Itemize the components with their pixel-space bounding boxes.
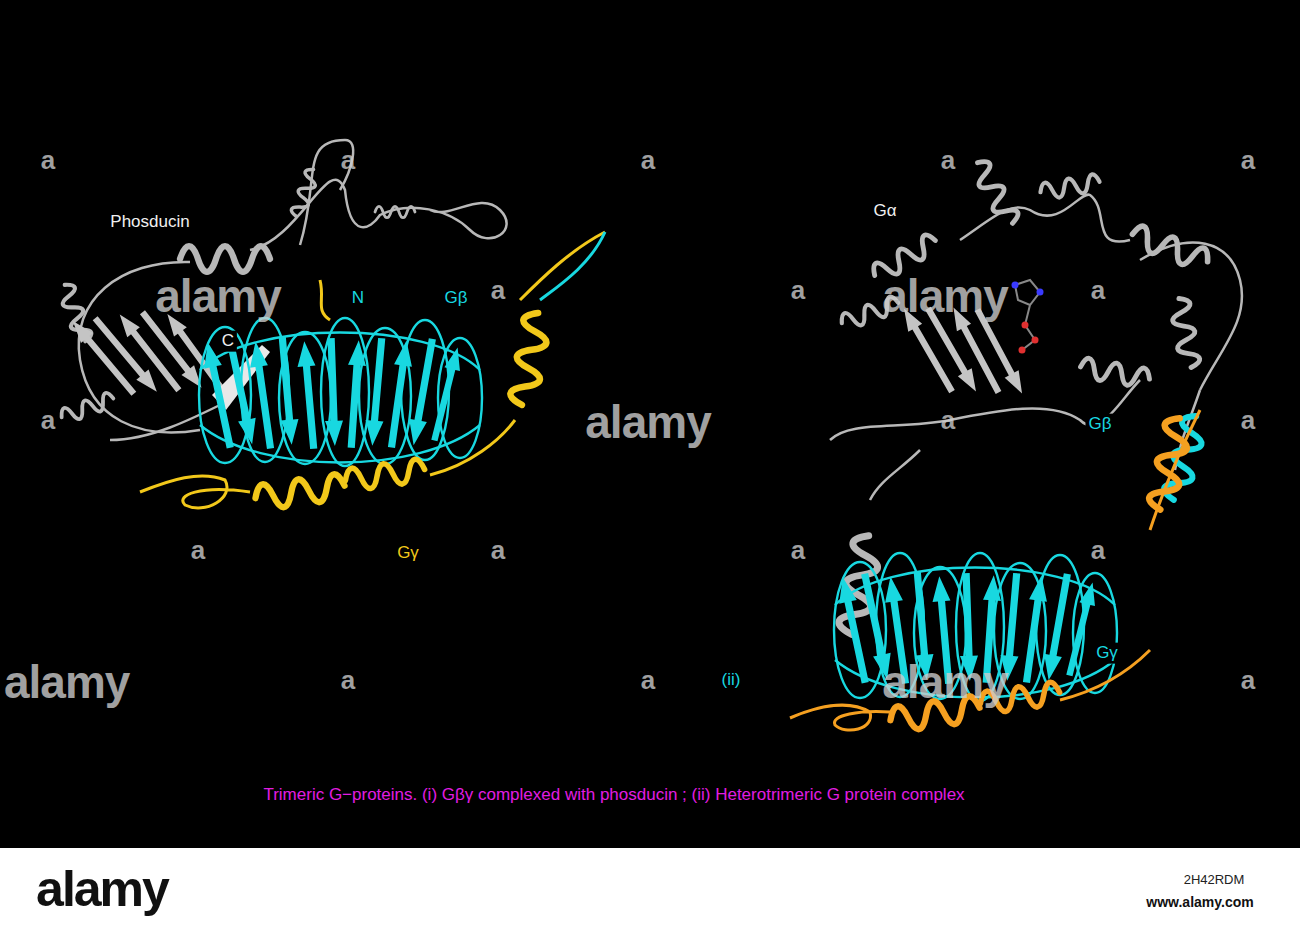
watermark: alamy: [882, 657, 1007, 708]
watermark: alamy: [155, 271, 280, 322]
watermark: a: [641, 146, 655, 175]
watermark: alamy: [585, 397, 710, 448]
g-gamma-ribbon: [140, 232, 605, 511]
protein-label: Phosducin: [107, 212, 192, 233]
watermark: a: [341, 146, 355, 175]
loop: [830, 380, 1140, 440]
watermark: a: [641, 666, 655, 695]
watermark: a: [941, 146, 955, 175]
watermark: a: [1241, 666, 1255, 695]
protein-label: Gα: [870, 201, 899, 222]
phosducin-helices: [57, 167, 415, 425]
g-beta-propeller: [199, 318, 482, 466]
watermark: a: [41, 146, 55, 175]
watermark: a: [1091, 276, 1105, 305]
image-id: 2H42RDM: [1184, 873, 1245, 887]
terminus-label: N: [349, 288, 367, 309]
g-beta-n-terminus: [540, 232, 605, 300]
protein-label: Gγ: [1093, 643, 1121, 664]
gtp-ligand: [1012, 280, 1044, 354]
footer-url: www.alamy.com: [1146, 895, 1253, 910]
terminus-label: C: [219, 331, 237, 352]
loop: [1140, 243, 1242, 390]
protein-label: Gγ: [394, 543, 422, 564]
protein-label: Gβ: [441, 288, 470, 309]
watermark: a: [1241, 146, 1255, 175]
watermark: a: [491, 276, 505, 305]
watermark: a: [41, 406, 55, 435]
watermark: a: [491, 536, 505, 565]
watermark: a: [791, 276, 805, 305]
figure-caption: Trimeric G−proteins. (i) Gβγ complexed w…: [263, 786, 964, 805]
helix: [180, 246, 270, 272]
loop: [250, 180, 507, 250]
watermark: alamy: [882, 271, 1007, 322]
g-gamma-ribbon: [790, 410, 1200, 733]
watermark: a: [1241, 406, 1255, 435]
footer-band: [0, 848, 1300, 937]
watermark: a: [791, 536, 805, 565]
protein-label: Gβ: [1085, 414, 1114, 435]
helix: [290, 167, 320, 219]
watermark: alamy: [4, 657, 129, 708]
watermark: a: [941, 406, 955, 435]
watermark: a: [191, 536, 205, 565]
watermark: a: [1091, 536, 1105, 565]
phosducin-ribbon: [79, 140, 507, 440]
helix: [375, 206, 415, 217]
loop: [870, 450, 920, 500]
panel-number: (ii): [719, 670, 744, 691]
footer-logo: alamy: [36, 862, 168, 917]
watermark: a: [341, 666, 355, 695]
helix: [59, 391, 116, 425]
loop: [960, 195, 1130, 242]
